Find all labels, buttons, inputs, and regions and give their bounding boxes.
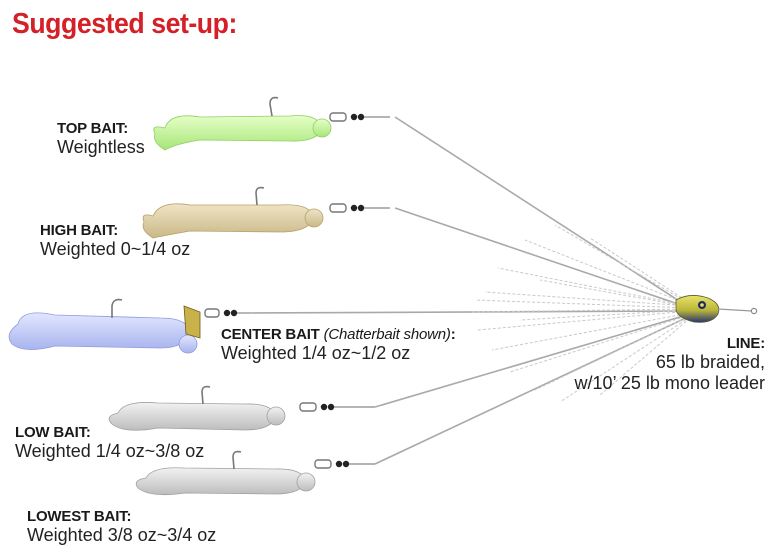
arm-wire-lowest [374,315,691,465]
bait-low [108,385,286,431]
label-line: LINE: 65 lb braided, w/10’ 25 lb mono le… [574,335,766,394]
top-bait-name: TOP BAIT: [57,120,128,137]
arm-wire-low [374,313,691,408]
arm-wire-high [394,207,691,309]
center-bait-note: (Chatterbait shown) [323,326,451,343]
lowest-bait-name: LOWEST BAIT: [27,508,132,525]
page-title: Suggested set-up: [12,8,237,40]
arm-wire-top [394,116,691,309]
high-bait-name: HIGH BAIT: [40,222,118,239]
arm-wires [249,116,691,465]
top-bait-detail: Weightless [57,137,145,158]
label-lowest-bait: LOWEST BAIT: Weighted 3/8 oz~3/4 oz [27,508,216,546]
label-low-bait: LOW BAIT: Weighted 1/4 oz~3/8 oz [15,424,204,462]
center-bait-name: CENTER BAIT [221,326,320,343]
jig-head [675,295,758,323]
center-bait-detail: Weighted 1/4 oz~1/2 oz [221,343,411,364]
low-bait-detail: Weighted 1/4 oz~3/8 oz [15,441,205,462]
line-detail-1: 65 lb braided, [655,352,765,373]
line-name: LINE: [726,335,765,352]
lowest-bait-detail: Weighted 3/8 oz~3/4 oz [27,525,217,546]
label-top-bait: TOP BAIT: Weightless [57,120,145,158]
skirt-strands [469,224,691,403]
swivels [204,112,390,469]
label-high-bait: HIGH BAIT: Weighted 0~1/4 oz [40,222,190,260]
bait-center [8,298,201,354]
high-bait-detail: Weighted 0~1/4 oz [40,239,191,260]
bait-lowest [135,450,316,496]
low-bait-name: LOW BAIT: [15,424,91,441]
center-bait-colon: : [450,326,456,343]
label-center-bait: CENTER BAIT (Chatterbait shown): Weighte… [221,326,456,364]
bait-high [142,186,324,239]
bait-top [153,96,332,151]
line-detail-2: w/10’ 25 lb mono leader [574,372,765,393]
